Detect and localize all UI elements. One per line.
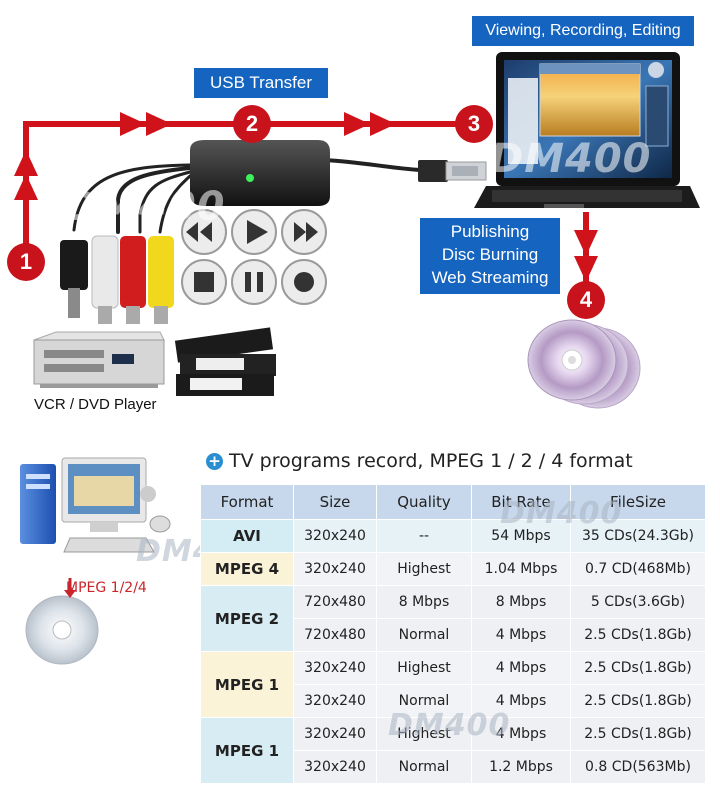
filesize-cell: 0.7 CD(468Mb)	[570, 552, 706, 586]
quality-cell: Normal	[376, 684, 472, 718]
header-filesize: FileSize	[570, 484, 706, 520]
format-cell: MPEG 2	[200, 585, 294, 652]
filesize-cell: 35 CDs(24.3Gb)	[570, 519, 706, 553]
publishing-line: Publishing	[450, 222, 530, 241]
format-cell: MPEG 1	[200, 717, 294, 784]
bitrate-cell: 8 Mbps	[471, 585, 571, 619]
table-title: + TV programs record, MPEG 1 / 2 / 4 form…	[206, 450, 633, 472]
size-cell: 320x240	[293, 750, 377, 784]
record-icon	[294, 272, 314, 292]
bitrate-cell: 4 Mbps	[471, 717, 571, 751]
table-row: MPEG 1 320x240 Highest 4 Mbps 2.5 CDs(1.…	[200, 717, 706, 784]
table-row: 320x240 Normal 1.2 Mbps 0.8 CD(563Mb)	[201, 750, 706, 784]
table-row: MPEG 1 320x240 Highest 4 Mbps 2.5 CDs(1.…	[200, 651, 706, 718]
size-cell: 720x480	[293, 585, 377, 619]
table-row: AVI 320x240 -- 54 Mbps 35 CDs(24.3Gb)	[200, 519, 706, 553]
publishing-label: Publishing Disc Burning Web Streaming	[420, 218, 560, 294]
pause-icon	[245, 272, 251, 292]
viewing-recording-editing-label: Viewing, Recording, Editing	[472, 16, 694, 46]
format-cell: MPEG 1	[200, 651, 294, 718]
format-cell: MPEG 4	[200, 552, 294, 586]
header-bitrate: Bit Rate	[471, 484, 571, 520]
filesize-cell: 2.5 CDs(1.8Gb)	[570, 651, 706, 685]
desktop-pc-illustration	[20, 457, 171, 665]
av-cables	[72, 158, 422, 234]
rewind-icon	[186, 222, 198, 242]
size-cell: 320x240	[293, 519, 377, 553]
size-cell: 320x240	[293, 651, 377, 685]
bitrate-cell: 4 Mbps	[471, 651, 571, 685]
disc-burning-line: Disc Burning	[441, 245, 539, 264]
bitrate-cell: 4 Mbps	[471, 684, 571, 718]
watermark-logo: DM400	[388, 708, 511, 743]
quality-cell: Highest	[376, 717, 472, 751]
usb-capture-dongle	[190, 140, 487, 206]
bitrate-cell: 54 Mbps	[471, 519, 571, 553]
bitrate-cell: 4 Mbps	[471, 618, 571, 652]
table-row: MPEG 4 320x240 Highest 1.04 Mbps 0.7 CD(…	[200, 552, 706, 586]
capture-diagram	[7, 52, 700, 409]
flow-arrows	[14, 112, 598, 290]
vcr-dvd-player	[33, 331, 165, 388]
rca-plugs	[60, 235, 174, 324]
filesize-cell: 2.5 CDs(1.8Gb)	[570, 684, 706, 718]
web-streaming-line: Web Streaming	[431, 268, 549, 287]
bitrate-cell: 1.04 Mbps	[471, 552, 571, 586]
vcr-dvd-caption: VCR / DVD Player	[34, 396, 157, 413]
watermark-logo: DM400	[500, 496, 623, 531]
size-cell: 320x240	[293, 552, 377, 586]
table-row: 320x240 Normal 4 Mbps 2.5 CDs(1.8Gb)	[201, 684, 706, 718]
play-icon	[247, 220, 268, 244]
filesize-cell: 2.5 CDs(1.8Gb)	[570, 618, 706, 652]
step-2-number: 2	[245, 111, 259, 136]
step-1-number: 1	[19, 249, 33, 274]
quality-cell: --	[376, 519, 472, 553]
table-header-row: Format Size Quality Bit Rate FileSize	[200, 484, 706, 520]
step-markers	[7, 105, 605, 319]
usb-transfer-label: USB Transfer	[194, 68, 328, 98]
quality-cell: Highest	[376, 651, 472, 685]
header-format: Format	[200, 484, 294, 520]
vhs-tapes	[174, 327, 276, 396]
mpeg-format-note: MPEG 1/2/4	[66, 580, 147, 596]
step-4-number: 4	[579, 287, 593, 312]
quality-cell: Normal	[376, 618, 472, 652]
quality-cell: 8 Mbps	[376, 585, 472, 619]
table-title-text: TV programs record, MPEG 1 / 2 / 4 forma…	[229, 450, 633, 472]
watermark-logo: DM400	[490, 136, 652, 182]
size-cell: 320x240	[293, 717, 377, 751]
cd-discs	[527, 319, 641, 409]
header-quality: Quality	[376, 484, 472, 520]
format-cell: AVI	[200, 519, 294, 553]
watermark-logo: DM400	[64, 184, 226, 230]
size-cell: 320x240	[293, 684, 377, 718]
step-3-number: 3	[467, 111, 481, 136]
plus-circle-icon: +	[206, 453, 223, 470]
header-size: Size	[293, 484, 377, 520]
quality-cell: Normal	[376, 750, 472, 784]
quality-cell: Highest	[376, 552, 472, 586]
fast-forward-icon	[294, 222, 306, 242]
size-cell: 720x480	[293, 618, 377, 652]
filesize-cell: 5 CDs(3.6Gb)	[570, 585, 706, 619]
filesize-cell: 2.5 CDs(1.8Gb)	[570, 717, 706, 751]
stop-icon	[194, 272, 214, 292]
bitrate-cell: 1.2 Mbps	[471, 750, 571, 784]
format-spec-table: Format Size Quality Bit Rate FileSize AV…	[200, 484, 706, 784]
laptop	[474, 52, 700, 208]
table-row: MPEG 2 720x480 8 Mbps 8 Mbps 5 CDs(3.6Gb…	[200, 585, 706, 652]
filesize-cell: 0.8 CD(563Mb)	[570, 750, 706, 784]
